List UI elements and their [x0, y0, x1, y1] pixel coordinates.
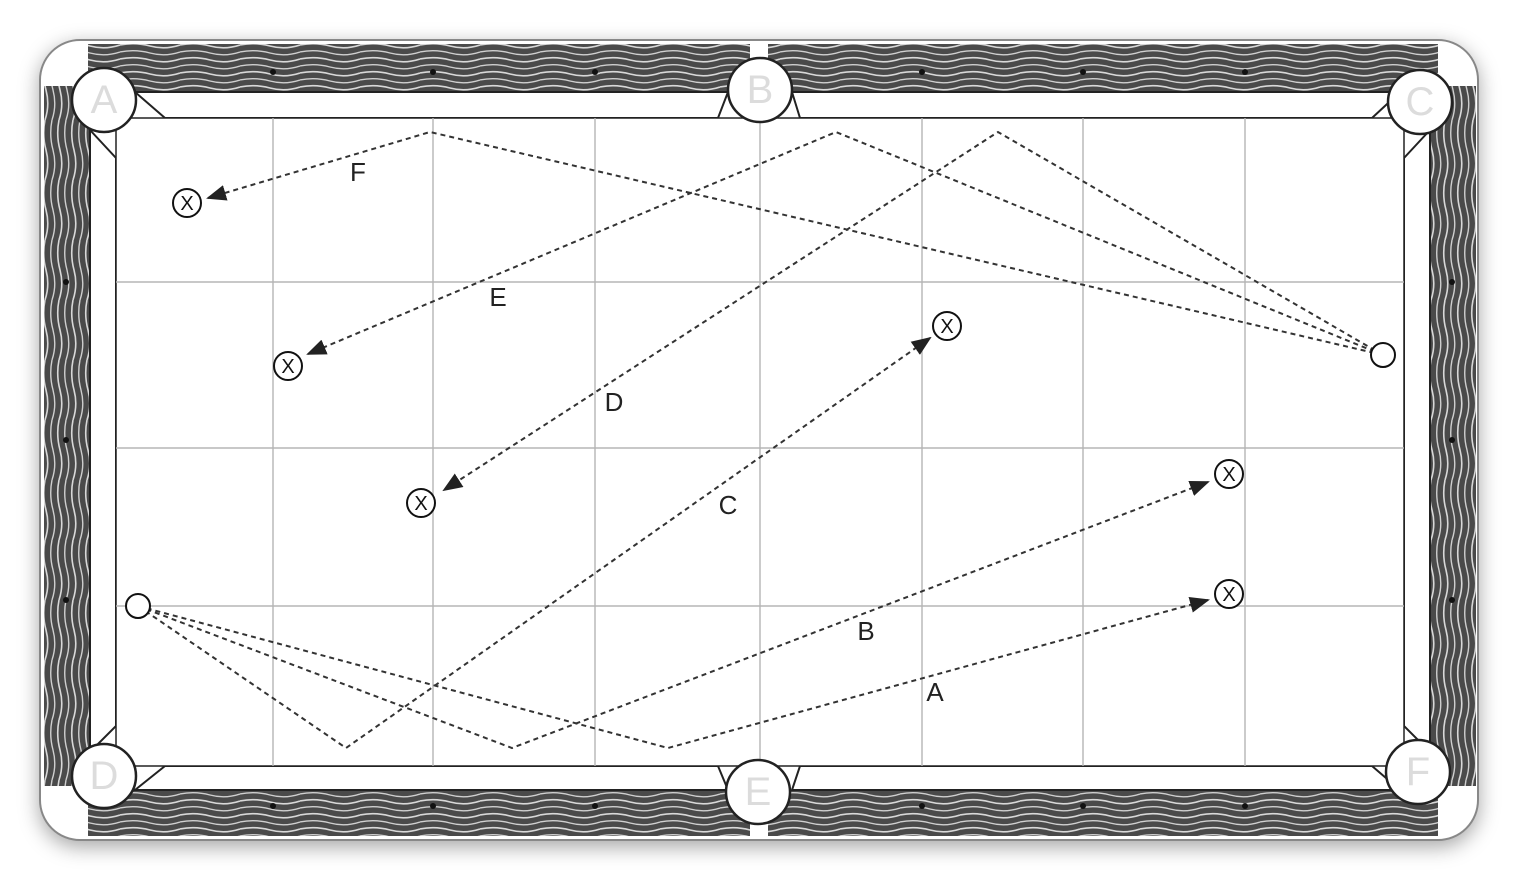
pocket-f: F — [1384, 738, 1452, 806]
pocket-c: C — [1386, 68, 1454, 136]
shot-path-c — [137, 336, 932, 750]
top-rail-left — [88, 44, 750, 92]
rail-diamonds — [63, 69, 1455, 809]
left-rail — [44, 86, 90, 786]
target-mark: X — [940, 316, 953, 338]
shot-label-e: E — [489, 282, 506, 312]
target-ball-a: X — [1214, 579, 1244, 609]
shot-path-d — [442, 130, 1384, 492]
shot-path-a — [137, 597, 1210, 750]
pocket-b: B — [726, 56, 794, 124]
pocket-e: E — [724, 758, 792, 826]
target-ball-f: X — [172, 188, 202, 218]
target-mark: X — [1222, 464, 1235, 486]
cue-ball-right — [1370, 342, 1396, 368]
pocket-d: D — [70, 742, 138, 810]
shot-label-a: A — [926, 677, 944, 707]
shot-path-b — [137, 480, 1210, 750]
shot-label-d: D — [605, 387, 624, 417]
pocket-label: C — [1406, 80, 1435, 124]
target-ball-e: X — [273, 351, 303, 381]
pocket-label: D — [90, 754, 119, 798]
target-mark: X — [281, 356, 294, 378]
target-ball-b: X — [1214, 459, 1244, 489]
target-ball-d: X — [406, 488, 436, 518]
right-rail — [1430, 86, 1476, 786]
pocket-label: E — [745, 770, 772, 814]
target-ball-c: X — [932, 311, 962, 341]
shot-label-c: C — [719, 490, 738, 520]
target-mark: X — [414, 493, 427, 515]
pocket-label: B — [747, 68, 774, 112]
shot-path-e — [306, 130, 1384, 356]
cue-ball-left — [125, 593, 151, 619]
bottom-rail-right — [768, 790, 1438, 836]
pocket-a: A — [70, 66, 138, 134]
pocket-label: F — [1406, 750, 1430, 794]
shot-path-f — [206, 130, 1384, 356]
target-mark: X — [1222, 584, 1235, 606]
bottom-rail-left — [88, 790, 750, 836]
target-mark: X — [180, 193, 193, 215]
shot-label-f: F — [350, 157, 366, 187]
pocket-label: A — [91, 78, 118, 122]
top-rail-right — [768, 44, 1438, 92]
shot-label-b: B — [857, 616, 874, 646]
